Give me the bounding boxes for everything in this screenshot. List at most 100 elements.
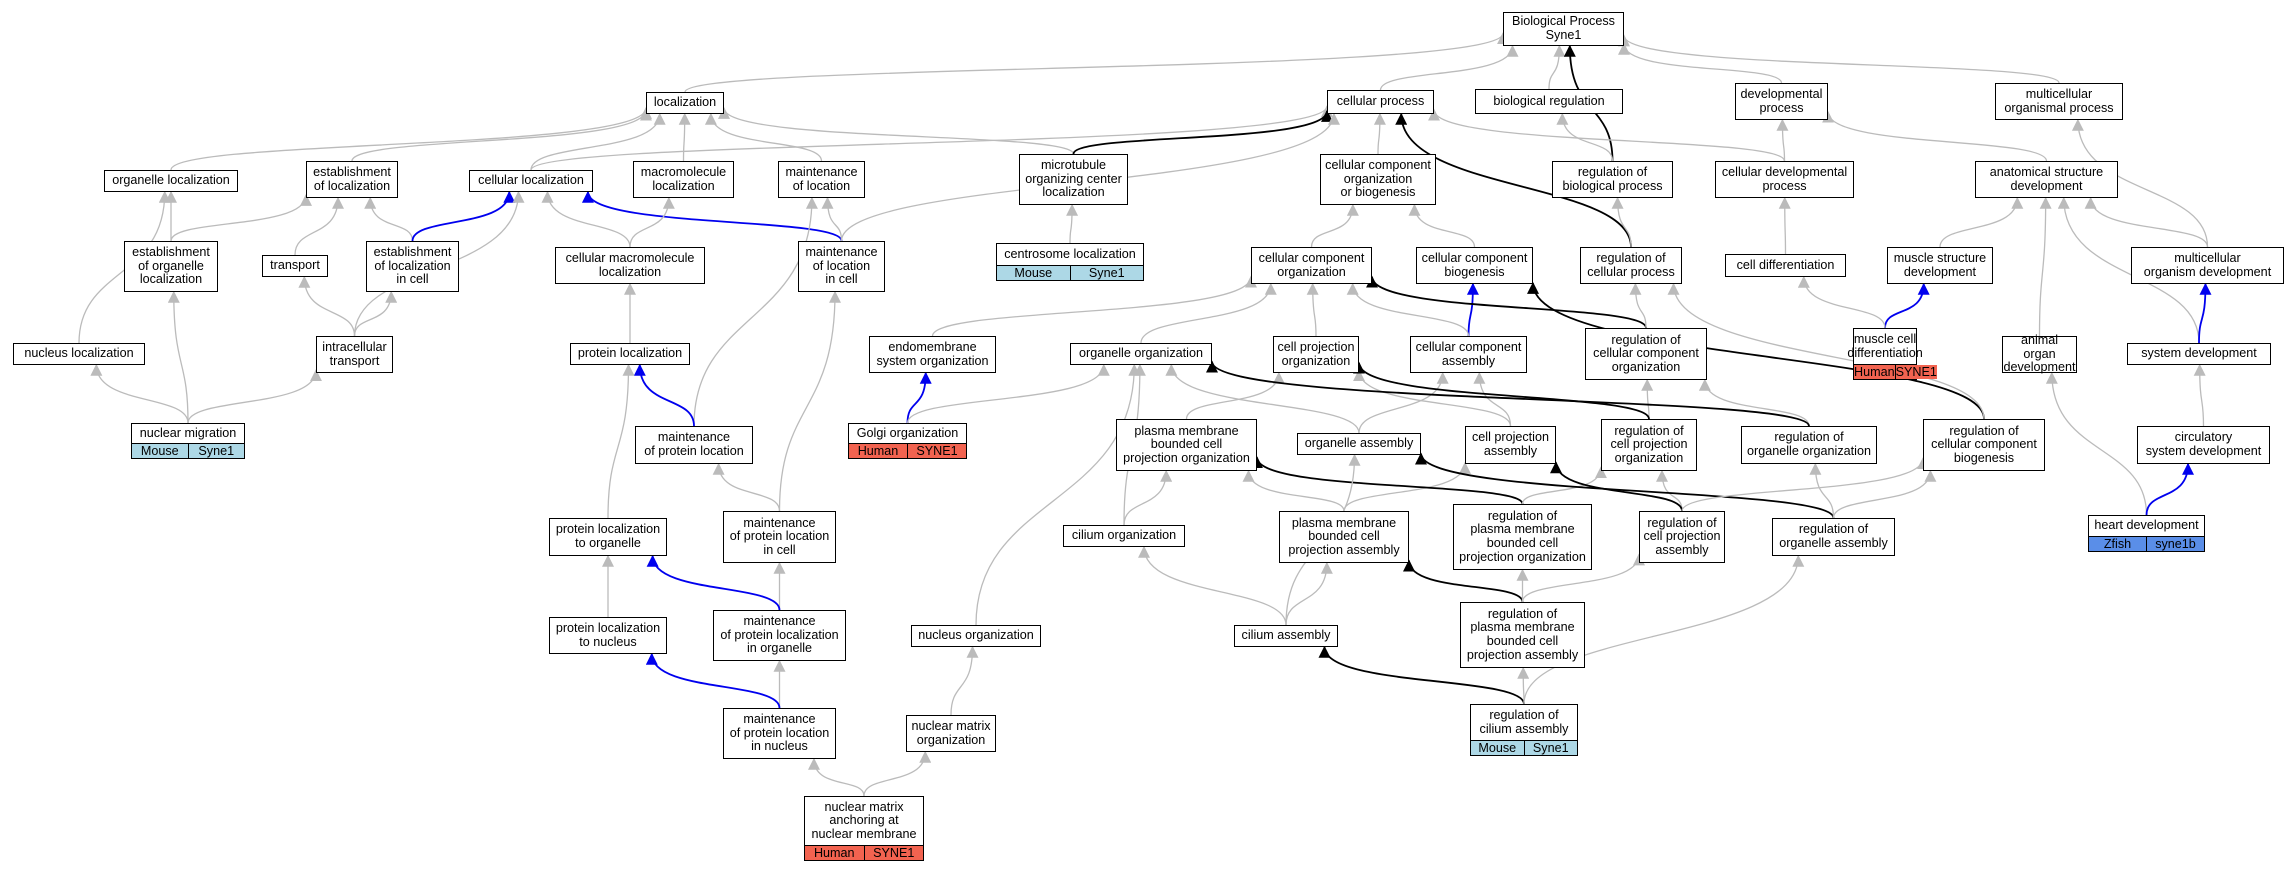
- gene-label: SYNE1: [907, 444, 966, 458]
- edge-cellular-component-biogenesis-to-cellular-component-organization-or-biogenesis: [1408, 203, 1476, 248]
- go-term-establishment-of-localization[interactable]: establishment of localization: [306, 161, 398, 198]
- go-term-label: cilium assembly: [1241, 628, 1331, 643]
- go-term-label: animal organ development: [2003, 333, 2076, 375]
- go-term-cellular-developmental-process[interactable]: cellular developmental process: [1715, 161, 1854, 198]
- species-label: Mouse: [997, 266, 1070, 280]
- go-term-maintenance-of-location-in-cell[interactable]: maintenance of location in cell: [798, 241, 885, 292]
- edge-layer: [78, 32, 2212, 797]
- go-term-cellular-component-biogenesis[interactable]: cellular component biogenesis: [1416, 247, 1533, 284]
- go-term-nucleus-organization[interactable]: nucleus organization: [911, 625, 1041, 647]
- go-term-anatomical-structure-development[interactable]: anatomical structure development: [1975, 161, 2118, 198]
- edge-regulation-of-cellular-process-to-regulation-of-biological-process: [1611, 196, 1632, 248]
- go-term-cellular-component-organization[interactable]: cellular component organization: [1251, 247, 1372, 284]
- go-term-developmental-process[interactable]: developmental process: [1735, 83, 1828, 120]
- go-term-multicellular-organism-development[interactable]: multicellular organism development: [2131, 247, 2284, 284]
- edge-biological-regulation-to-bp-root: [1548, 44, 1566, 90]
- go-term-protein-localization-to-organelle[interactable]: protein localization to organelle: [549, 518, 667, 556]
- go-term-macromolecule-localization[interactable]: macromolecule localization: [633, 161, 734, 198]
- go-term-heart-development[interactable]: heart development: [2088, 515, 2205, 537]
- edge-multicellular-organism-development-to-multicellular-organismal-process: [2071, 118, 2209, 248]
- edge-muscle-cell-differentiation-to-cell-differentiation: [1797, 275, 1886, 329]
- go-term-maintenance-of-location[interactable]: maintenance of location: [778, 161, 865, 198]
- go-term-organelle-localization[interactable]: organelle localization: [104, 170, 238, 192]
- go-term-cell-differentiation[interactable]: cell differentiation: [1725, 254, 1846, 277]
- go-term-circulatory-system-development[interactable]: circulatory system development: [2137, 426, 2270, 464]
- go-term-organelle-organization[interactable]: organelle organization: [1070, 343, 1212, 365]
- go-term-protein-localization[interactable]: protein localization: [570, 343, 690, 365]
- go-term-nucleus-localization[interactable]: nucleus localization: [13, 343, 145, 365]
- gene-label: SYNE1: [1894, 365, 1937, 379]
- go-term-regulation-of-biological-process[interactable]: regulation of biological process: [1552, 161, 1673, 198]
- go-term-protein-localization-to-nucleus[interactable]: protein localization to nucleus: [549, 617, 667, 654]
- go-term-regulation-of-cell-projection-assembly[interactable]: regulation of cell projection assembly: [1639, 511, 1725, 563]
- go-term-nuclear-migration[interactable]: nuclear migration: [131, 423, 245, 444]
- go-term-centrosome-localization[interactable]: centrosome localization: [996, 243, 1144, 266]
- edge-establishment-of-organelle-localization-to-establishment-of-localization: [170, 193, 312, 242]
- go-term-label: cell projection assembly: [1471, 430, 1549, 458]
- go-term-nuclear-matrix-anchoring-at-nuclear-membrane[interactable]: nuclear matrix anchoring at nuclear memb…: [804, 796, 924, 846]
- go-term-microtubule-organizing-center-localization[interactable]: microtubule organizing center localizati…: [1019, 154, 1128, 205]
- go-term-label: maintenance of protein location in cell: [729, 515, 830, 557]
- go-term-plasma-membrane-bounded-cell-projection-assembly[interactable]: plasma membrane bounded cell projection …: [1279, 511, 1409, 563]
- go-term-cellular-component-organization-or-biogenesis[interactable]: cellular component organization or bioge…: [1320, 154, 1436, 205]
- go-term-cilium-organization[interactable]: cilium organization: [1063, 525, 1185, 547]
- go-term-animal-organ-development[interactable]: animal organ development: [2002, 333, 2077, 375]
- go-term-establishment-of-localization-in-cell[interactable]: establishment of localization in cell: [366, 241, 459, 292]
- go-term-label: Golgi organization: [856, 425, 959, 440]
- edge-regulation-of-plasma-membrane-bounded-cell-projection-organization-to-regulation-of-cell-projection-organization: [1521, 466, 1607, 505]
- go-term-label: plasma membrane bounded cell projection …: [1288, 515, 1400, 557]
- go-term-organelle-assembly[interactable]: organelle assembly: [1297, 433, 1421, 455]
- edge-multicellular-organismal-process-to-bp-root: [1618, 34, 2060, 84]
- go-term-regulation-of-organelle-assembly[interactable]: regulation of organelle assembly: [1772, 518, 1895, 556]
- go-term-label: organelle assembly: [1304, 436, 1414, 451]
- go-term-regulation-of-plasma-membrane-bounded-cell-projection-assembly[interactable]: regulation of plasma membrane bounded ce…: [1460, 602, 1585, 668]
- go-term-label: cell differentiation: [1736, 257, 1835, 272]
- go-term-intracellular-transport[interactable]: intracellular transport: [316, 336, 393, 373]
- go-term-muscle-structure-development[interactable]: muscle structure development: [1887, 247, 1993, 284]
- go-term-label: multicellular organismal process: [2004, 86, 2114, 115]
- go-term-golgi-organization[interactable]: Golgi organization: [848, 423, 967, 444]
- edge-nucleus-organization-to-organelle-organization: [975, 363, 1141, 626]
- go-term-regulation-of-cilium-assembly[interactable]: regulation of cilium assembly: [1470, 704, 1578, 741]
- go-term-regulation-of-cellular-component-biogenesis[interactable]: regulation of cellular component biogene…: [1923, 419, 2045, 471]
- go-term-cell-projection-organization[interactable]: cell projection organization: [1273, 336, 1359, 373]
- edge-regulation-of-organelle-organization-to-regulation-of-cellular-component-organization: [1698, 378, 1810, 427]
- go-term-cellular-localization[interactable]: cellular localization: [469, 170, 593, 192]
- go-term-bp-root[interactable]: Biological Process Syne1: [1503, 12, 1624, 46]
- go-term-biological-regulation[interactable]: biological regulation: [1475, 89, 1623, 114]
- go-term-cellular-component-assembly[interactable]: cellular component assembly: [1410, 336, 1527, 373]
- go-term-cell-projection-assembly[interactable]: cell projection assembly: [1465, 426, 1556, 464]
- go-term-muscle-cell-differentiation[interactable]: muscle cell differentiation: [1847, 328, 1923, 365]
- gene-label: Syne1: [187, 444, 244, 458]
- go-term-maintenance-of-protein-location-in-nucleus[interactable]: maintenance of protein location in nucle…: [723, 708, 836, 759]
- go-term-establishment-of-organelle-localization[interactable]: establishment of organelle localization: [124, 241, 218, 292]
- edge-maintenance-of-protein-location-in-cell-to-maintenance-of-protein-location: [712, 462, 781, 512]
- go-term-maintenance-of-protein-location[interactable]: maintenance of protein location: [635, 426, 753, 464]
- go-term-regulation-of-cell-projection-organization[interactable]: regulation of cell projection organizati…: [1601, 419, 1697, 471]
- go-term-cellular-process[interactable]: cellular process: [1327, 90, 1434, 114]
- edge-regulation-of-cell-projection-organization-to-cell-projection-organization: [1353, 361, 1650, 420]
- go-term-regulation-of-cellular-process[interactable]: regulation of cellular process: [1580, 247, 1682, 284]
- go-term-regulation-of-organelle-organization[interactable]: regulation of organelle organization: [1741, 426, 1877, 464]
- go-term-maintenance-of-protein-location-in-cell[interactable]: maintenance of protein location in cell: [723, 511, 836, 563]
- edge-regulation-of-cellular-component-organization-to-cellular-component-organization: [1366, 275, 1647, 329]
- go-term-cilium-assembly[interactable]: cilium assembly: [1234, 625, 1338, 647]
- go-term-localization[interactable]: localization: [646, 92, 724, 114]
- go-term-regulation-of-plasma-membrane-bounded-cell-projection-organization[interactable]: regulation of plasma membrane bounded ce…: [1453, 504, 1592, 570]
- go-term-transport[interactable]: transport: [262, 255, 328, 277]
- go-term-multicellular-organismal-process[interactable]: multicellular organismal process: [1995, 83, 2123, 120]
- go-term-regulation-of-cellular-component-organization[interactable]: regulation of cellular component organiz…: [1585, 328, 1707, 380]
- edge-organelle-localization-to-localization: [170, 106, 652, 171]
- go-term-system-development[interactable]: system development: [2127, 343, 2271, 365]
- go-term-nuclear-matrix-organization[interactable]: nuclear matrix organization: [906, 715, 996, 752]
- go-term-endomembrane-system-organization[interactable]: endomembrane system organization: [869, 336, 996, 373]
- go-term-plasma-membrane-bounded-cell-projection-organization[interactable]: plasma membrane bounded cell projection …: [1116, 419, 1257, 471]
- go-term-maintenance-of-protein-localization-in-organelle[interactable]: maintenance of protein localization in o…: [713, 610, 846, 661]
- go-term-label: macromolecule localization: [640, 164, 727, 193]
- go-term-label: cell projection organization: [1277, 339, 1355, 368]
- go-term-label: muscle cell differentiation: [1847, 331, 1923, 360]
- go-term-label: nucleus organization: [918, 628, 1034, 643]
- go-term-cellular-macromolecule-localization[interactable]: cellular macromolecule localization: [555, 247, 705, 284]
- go-term-label: maintenance of location: [785, 164, 858, 193]
